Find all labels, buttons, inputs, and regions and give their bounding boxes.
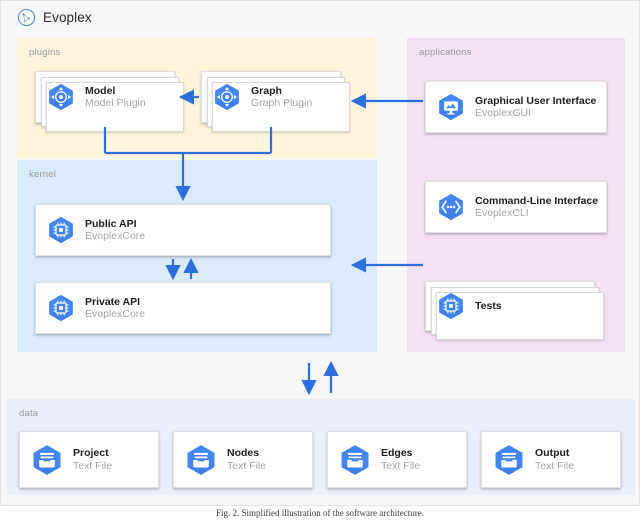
card-nodes[interactable]: Nodes Text File [173,431,313,488]
card-public-api-subtitle: EvoplexCore [85,230,146,242]
card-graph-title: Graph [251,84,282,97]
file-box-hexagon-icon [33,444,61,475]
card-graphical-user-interface[interactable]: Graphical User Interface EvoplexGUI [425,81,607,133]
architecture-diagram: Evoplex plugins kernel applications data [0,0,640,506]
card-model-title: Model [85,84,116,97]
card-gui-title: Graphical User Interface [475,94,597,107]
card-cli-title: Command-Line Interface [475,194,599,207]
file-box-hexagon-icon [341,444,369,475]
card-model[interactable]: Model Model Plugin [35,71,184,132]
group-kernel-label: kernel [29,169,57,180]
evoplex-circle-logo-icon [17,8,36,27]
card-edges[interactable]: Edges Text File [327,431,467,488]
file-box-hexagon-icon [187,444,215,475]
card-cli-subtitle: EvoplexCLI [475,207,529,219]
card-tests[interactable]: Tests [425,281,604,340]
card-nodes-subtitle: Text File [227,459,267,472]
card-graph-subtitle: Graph Plugin [251,97,313,109]
group-applications-label: applications [419,47,472,58]
brand-name: Evoplex [43,10,92,25]
card-output[interactable]: Output Text File [481,431,621,488]
chip-hexagon-icon [439,292,463,320]
card-gui-subtitle: EvoplexGUI [475,107,532,119]
card-public-api[interactable]: Public API EvoplexCore [35,204,331,256]
card-project[interactable]: Project Text File [19,431,159,488]
group-data-label: data [19,408,39,419]
card-command-line-interface[interactable]: Command-Line Interface EvoplexCLI [425,181,607,233]
figure-caption: Fig. 2. Simplified illustration of the s… [216,508,424,518]
brand: Evoplex [17,8,92,27]
card-project-title: Project [73,447,109,460]
card-private-api-subtitle: EvoplexCore [85,308,146,320]
card-edges-title: Edges [381,447,413,460]
card-tests-title: Tests [475,299,502,312]
card-private-api[interactable]: Private API EvoplexCore [35,282,331,334]
group-plugins-label: plugins [29,47,61,58]
card-private-api-title: Private API [85,295,141,308]
plugin-target-hexagon-icon [49,83,73,111]
file-box-hexagon-icon [495,444,523,475]
card-nodes-title: Nodes [227,447,260,460]
card-output-title: Output [535,447,570,460]
card-graph[interactable]: Graph Graph Plugin [201,71,350,132]
card-output-subtitle: Text File [535,459,575,472]
card-edges-subtitle: Text File [381,459,421,472]
plugin-target-hexagon-icon [215,83,239,111]
chip-hexagon-icon [49,294,73,322]
card-public-api-title: Public API [85,217,137,230]
card-model-subtitle: Model Plugin [85,97,146,109]
chip-hexagon-icon [49,216,73,244]
card-project-subtitle: Text File [73,459,113,472]
terminal-hexagon-icon [439,193,463,221]
monitor-hexagon-icon [439,93,463,121]
